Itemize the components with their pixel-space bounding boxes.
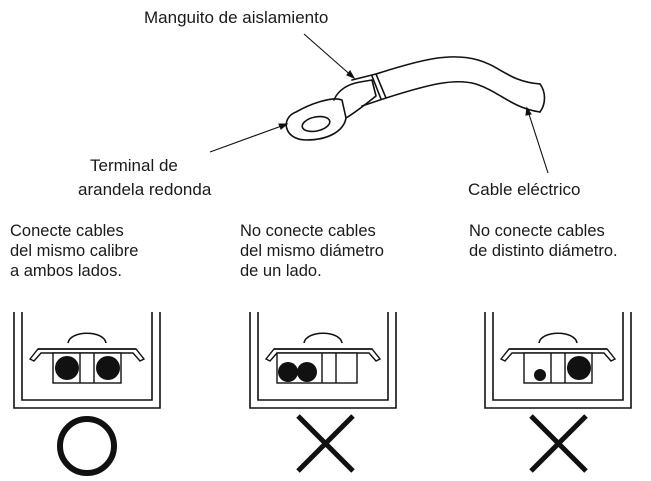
case-2-wire-b	[297, 362, 317, 382]
case-3-wire-large	[567, 356, 591, 380]
case-1-caption: Conecte cables del mismo calibre a ambos…	[10, 222, 139, 280]
sleeve-label: Manguito de aislamiento	[144, 8, 329, 27]
cable-end	[539, 83, 546, 113]
case-3-caption: No conecte cables de distinto diámetro.	[469, 222, 618, 260]
cable-body	[375, 56, 541, 85]
circle-mark	[57, 416, 117, 476]
cross-mark	[296, 414, 355, 473]
case-2-caption: No conecte cables del mismo diámetro de …	[240, 222, 384, 280]
case-2-wire-a	[278, 362, 298, 382]
case-1-wire-right	[96, 356, 120, 380]
case-3-terminal-block	[484, 311, 632, 409]
case-2-terminal-block	[249, 311, 397, 409]
ring-washer-outline	[285, 98, 347, 141]
case-1-terminal-block	[13, 311, 161, 409]
insulation-sleeve	[351, 73, 387, 107]
case-3-wire-small	[534, 369, 546, 381]
case-1-wire-left	[55, 356, 79, 380]
ring-washer-hole	[301, 115, 331, 133]
cable-body-lower	[385, 80, 541, 113]
terminal-label-line2: arandela redonda	[78, 180, 212, 199]
cable-label: Cable eléctrico	[468, 180, 581, 199]
terminal-label-line1: Terminal de	[90, 156, 178, 175]
cross-mark	[529, 414, 588, 473]
crimp-barrel	[333, 79, 377, 119]
